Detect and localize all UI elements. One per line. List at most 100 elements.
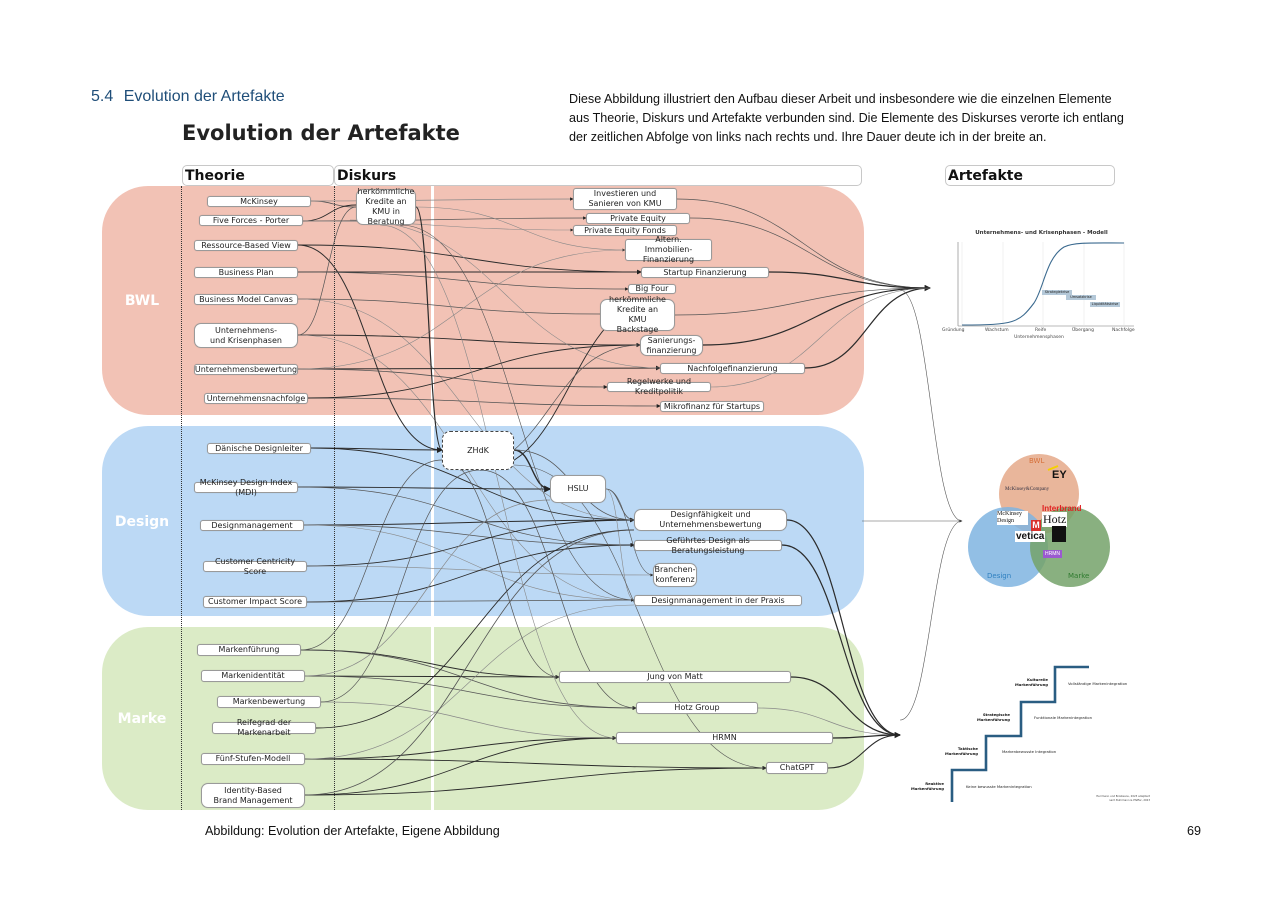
theory-node-daenische-designleiter[interactable]: Dänische Designleiter [207, 443, 311, 454]
connection-line [306, 598, 635, 603]
figure-caption: Abbildung: Evolution der Artefakte, Eige… [205, 824, 500, 838]
discourse-node-jung-von-matt[interactable]: Jung von Matt [559, 671, 791, 683]
phase-model-plot [957, 242, 1134, 327]
connection-line [310, 200, 357, 208]
discourse-node-kredite-beratung[interactable]: herkömmliche Kredite an KMU in Beratung [356, 187, 416, 226]
connection-line [781, 544, 901, 736]
theorie-diskurs-divider [334, 186, 335, 810]
discourse-node-mikrofinanz[interactable]: Mikrofinanz für Startups [660, 401, 764, 412]
column-header-theorie: Theorie [182, 165, 334, 186]
discourse-node-dm-praxis[interactable]: Designmanagement in der Praxis [634, 595, 802, 606]
section-title: Evolution der Artefakte [123, 88, 285, 105]
logo-vetica: vetica [1015, 531, 1046, 542]
theory-node-resource-based-view[interactable]: Ressource-Based View [194, 240, 298, 251]
connection-line [304, 604, 635, 760]
logo-interbrand: Interbrand [1042, 504, 1082, 513]
discourse-node-kredite-backstage[interactable]: herkömmliche Kredite an KMU Backstage [600, 295, 675, 334]
connection-line [320, 469, 481, 703]
theory-node-markenfuehrung[interactable]: Markenführung [197, 644, 301, 656]
connection-line [320, 701, 617, 740]
venn-circle-design [968, 507, 1048, 587]
diagram-title: Evolution der Artefakte [182, 121, 460, 145]
discourse-node-pe-fonds[interactable]: Private Equity Fonds [573, 225, 677, 236]
theory-node-mckinsey-design-index[interactable]: McKinsey Design Index (MDI) [194, 478, 298, 497]
theory-node-customer-centricity[interactable]: Customer Centricity Score [203, 557, 307, 576]
discourse-node-branchenkonferenz[interactable]: Branchen-konferenz [653, 563, 697, 587]
theory-node-fuenf-stufen[interactable]: Fünf-Stufen-Modell [201, 753, 305, 765]
connection-line [899, 520, 963, 721]
connection-line [379, 224, 617, 739]
discourse-node-gefuehrtes-design[interactable]: Geführtes Design als Beratungsleistung [634, 536, 782, 555]
connection-line [768, 271, 932, 292]
crisis-box-liquiditaet [1090, 302, 1120, 307]
discourse-node-immobilien[interactable]: Altern. Immobilien-Finanzierung [625, 235, 712, 264]
connection-line [297, 334, 641, 348]
section-number: 5.4 [91, 88, 114, 105]
theory-node-business-model-canvas[interactable]: Business Model Canvas [194, 294, 298, 305]
theory-node-markenidentitaet[interactable]: Markenidentität [201, 670, 305, 682]
connection-line [304, 735, 617, 796]
logo-mckinsey-company: McKinsey&Company [1005, 487, 1050, 492]
theory-node-identity-based-brand[interactable]: Identity-Based Brand Management [201, 783, 305, 808]
connection-line [304, 735, 617, 760]
theory-node-krisenphasen[interactable]: Unternehmens- und Krisenphasen [194, 323, 298, 348]
theory-node-reifegrad[interactable]: Reifegrad der Markenarbeit [212, 718, 316, 737]
connection-line [300, 459, 443, 651]
connection-line [304, 674, 560, 680]
band-label-bwl: BWL [124, 293, 160, 309]
discourse-node-hotz[interactable]: Hotz Group [636, 702, 758, 714]
theory-node-customer-impact[interactable]: Customer Impact Score [203, 596, 307, 608]
discourse-node-zhdk[interactable]: ZHdK [442, 431, 514, 470]
discourse-node-chatgpt[interactable]: ChatGPT [766, 762, 828, 774]
theorie-left-divider [181, 186, 182, 810]
connection-line [899, 289, 963, 522]
connection-line [689, 217, 931, 289]
connection-line [297, 248, 626, 370]
stair-level-4: Kulturelle Markenführung [1015, 677, 1048, 687]
connection-line [674, 287, 931, 316]
connection-line [297, 365, 661, 371]
connection-line [605, 488, 654, 576]
connection-line [302, 220, 574, 232]
connection-line [605, 488, 635, 601]
discourse-node-investieren[interactable]: Investieren und Sanieren von KMU [573, 188, 677, 210]
logo-m: M [1031, 520, 1041, 531]
theory-node-designmanagement[interactable]: Designmanagement [200, 520, 304, 531]
artifact-venn: BWL Design Marke EY McKinsey&Company McK… [962, 452, 1122, 594]
discourse-node-private-equity[interactable]: Private Equity [586, 213, 690, 224]
connection-line [702, 287, 931, 346]
logo-jvm-mark [1052, 526, 1066, 542]
phase-model-xlabel: Unternehmensphasen [1014, 335, 1064, 340]
theory-node-mckinsey[interactable]: McKinsey [207, 196, 311, 207]
connection-line [297, 298, 635, 521]
stairs-source: Herrmann und Brosteanu, 2023 adaptiert n… [1096, 795, 1150, 802]
connection-line [302, 204, 357, 222]
connection-line [415, 206, 626, 251]
connection-line [297, 298, 601, 315]
discourse-node-regelwerke[interactable]: Regelwerke und Kreditpolitik [607, 377, 711, 396]
stair-desc-3: Funktionale Markenintegration [1034, 715, 1093, 720]
ey-logo-mark [1047, 465, 1059, 471]
theory-node-business-plan[interactable]: Business Plan [194, 267, 298, 278]
stairs-line [950, 665, 1089, 802]
discourse-node-designfaehigkeit[interactable]: Designfähigkeit und Unternehmensbewertun… [634, 509, 787, 531]
timeline-divider [431, 186, 434, 810]
tick-reife: Reife [1035, 328, 1047, 333]
theory-node-unternehmensnachfolge[interactable]: Unternehmensnachfolge [204, 393, 308, 404]
theory-node-unternehmensbewertung[interactable]: Unternehmensbewertung [194, 364, 298, 375]
discourse-node-hrmn[interactable]: HRMN [616, 732, 833, 744]
discourse-node-sanierung[interactable]: Sanierungs-finanzierung [640, 335, 703, 356]
theory-node-markenbewertung[interactable]: Markenbewertung [217, 696, 321, 708]
connection-line [315, 529, 635, 729]
phase-model-title: Unternehmens- und Krisenphasen - Modell [975, 230, 1108, 236]
connection-line [307, 397, 661, 408]
connection-line [786, 519, 901, 736]
connection-line [300, 649, 560, 680]
discourse-node-startup[interactable]: Startup Finanzierung [641, 267, 769, 278]
connection-line [804, 287, 931, 369]
discourse-node-big-four[interactable]: Big Four [628, 284, 676, 294]
discourse-node-nachfolge[interactable]: Nachfolgefinanzierung [660, 363, 805, 374]
connection-line [479, 469, 637, 709]
discourse-node-hslu[interactable]: HSLU [550, 475, 606, 503]
theory-node-five-forces[interactable]: Five Forces - Porter [199, 215, 303, 226]
